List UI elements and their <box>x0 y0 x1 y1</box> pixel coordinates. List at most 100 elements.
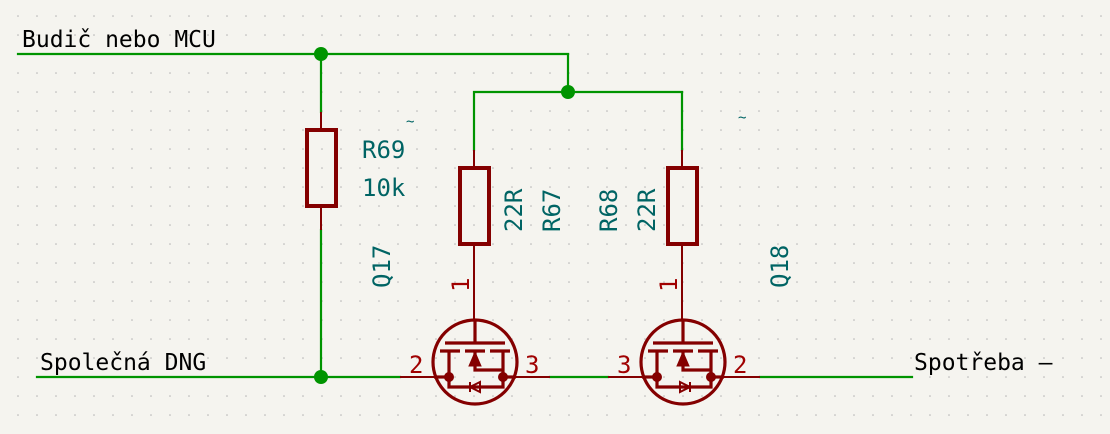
grid-dot <box>207 338 209 340</box>
grid-dot <box>1043 129 1045 131</box>
grid-dot <box>1043 205 1045 207</box>
grid-dot <box>720 338 722 340</box>
grid-dot <box>815 338 817 340</box>
grid-dot <box>473 224 475 226</box>
grid-dot <box>112 91 114 93</box>
grid-dot <box>815 243 817 245</box>
grid-dot <box>302 357 304 359</box>
grid-dot <box>435 205 437 207</box>
grid-dot <box>36 300 38 302</box>
grid-dot <box>17 167 19 169</box>
grid-dot <box>530 186 532 188</box>
grid-dot <box>264 281 266 283</box>
grid-dot <box>758 281 760 283</box>
grid-dot <box>340 205 342 207</box>
grid-dot <box>720 414 722 416</box>
grid-dot <box>929 72 931 74</box>
grid-dot <box>606 129 608 131</box>
grid-dot <box>739 224 741 226</box>
grid-dot <box>55 129 57 131</box>
mosfet-q17[interactable]: 2 3 Q17 ~ <box>368 114 550 406</box>
grid-dot <box>1081 205 1083 207</box>
grid-dot <box>967 91 969 93</box>
grid-dot <box>739 395 741 397</box>
grid-dot <box>150 72 152 74</box>
grid-dot <box>359 300 361 302</box>
grid-dot <box>739 91 741 93</box>
grid-dot <box>1081 15 1083 17</box>
grid-dot <box>663 186 665 188</box>
grid-dot <box>606 281 608 283</box>
grid-dot <box>834 129 836 131</box>
mosfet-q18[interactable]: 3 2 Q18 ~ <box>608 110 794 406</box>
grid-dot <box>93 357 95 359</box>
grid-dot <box>986 338 988 340</box>
grid-dot <box>1024 357 1026 359</box>
grid-dot <box>549 243 551 245</box>
grid-dot <box>435 338 437 340</box>
grid-dot <box>93 243 95 245</box>
grid-dot <box>530 224 532 226</box>
grid-dot <box>777 167 779 169</box>
grid-dot <box>606 300 608 302</box>
grid-dot <box>587 129 589 131</box>
wire-driver-net[interactable] <box>16 52 570 94</box>
grid-dot <box>853 15 855 17</box>
grid-dot <box>834 395 836 397</box>
grid-dot <box>720 395 722 397</box>
grid-dot <box>568 34 570 36</box>
grid-dot <box>226 357 228 359</box>
grid-dot <box>55 148 57 150</box>
grid-dot <box>682 414 684 416</box>
grid-dot <box>302 129 304 131</box>
grid-dot <box>169 414 171 416</box>
grid-dot <box>492 376 494 378</box>
grid-dot <box>150 357 152 359</box>
grid-dot <box>910 110 912 112</box>
wire-gate-bus[interactable] <box>472 90 684 152</box>
grid-dot <box>416 186 418 188</box>
grid-dot <box>891 243 893 245</box>
grid-dot <box>606 243 608 245</box>
grid-dot <box>492 319 494 321</box>
grid-dot <box>777 110 779 112</box>
q18-pin-left: 3 <box>617 351 631 379</box>
grid-dot <box>625 319 627 321</box>
grid-dot <box>454 414 456 416</box>
net-label-common[interactable]: Společná DNG <box>40 350 206 376</box>
grid-dot <box>1005 243 1007 245</box>
grid-dot <box>967 148 969 150</box>
grid-dot <box>701 110 703 112</box>
grid-dot <box>359 110 361 112</box>
grid-dot <box>701 338 703 340</box>
grid-dot <box>1100 167 1102 169</box>
resistor-r67[interactable]: 22R R67 1 <box>447 150 566 320</box>
grid-dot <box>739 414 741 416</box>
grid-dot <box>36 167 38 169</box>
grid-dot <box>169 129 171 131</box>
grid-dot <box>720 224 722 226</box>
grid-dot <box>948 414 950 416</box>
grid-dot <box>967 300 969 302</box>
grid-dot <box>739 262 741 264</box>
grid-dot <box>150 262 152 264</box>
grid-dot <box>283 148 285 150</box>
grid-dot <box>302 224 304 226</box>
grid-dot <box>397 319 399 321</box>
grid-dot <box>891 148 893 150</box>
resistor-r68[interactable]: R68 22R 1 <box>595 150 699 320</box>
grid-dot <box>1081 72 1083 74</box>
grid-dot <box>853 224 855 226</box>
net-label-load[interactable]: Spotřeba – <box>914 350 1053 376</box>
grid-dot <box>872 53 874 55</box>
net-label-driver[interactable]: Budič nebo MCU <box>22 27 216 53</box>
grid-dot <box>701 148 703 150</box>
resistor-r69[interactable]: R69 10k <box>305 112 406 230</box>
grid-dot <box>169 91 171 93</box>
grid-dot <box>359 91 361 93</box>
grid-dot <box>264 319 266 321</box>
grid-dot <box>967 243 969 245</box>
grid-dot <box>302 205 304 207</box>
grid-dot <box>701 186 703 188</box>
